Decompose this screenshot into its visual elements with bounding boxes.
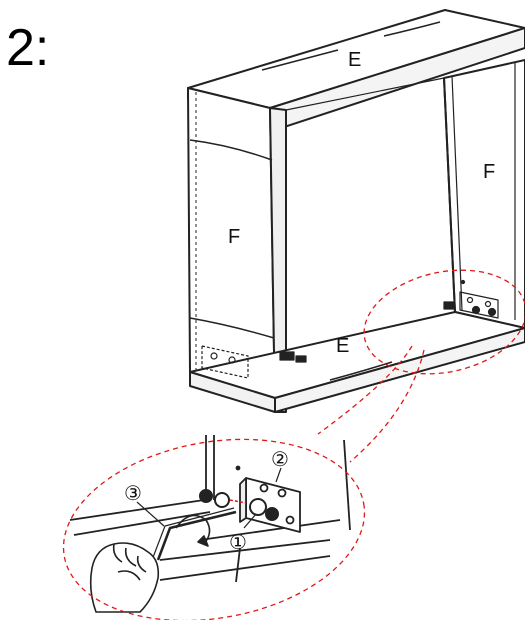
bracket-icon: [239, 477, 301, 533]
leader-lines: [136, 467, 282, 529]
panel-label-right: F: [483, 161, 495, 183]
detail-circle-large: [62, 438, 366, 620]
bottom-panel: [189, 311, 525, 413]
callout-screw: ①: [229, 530, 247, 554]
callout-allen-key: ③: [124, 481, 142, 505]
callout-bracket: ②: [271, 447, 289, 471]
right-bottom-hardware: [443, 279, 499, 319]
step-number: 2:: [6, 19, 50, 77]
allen-key-icon: [151, 507, 237, 561]
detail-circles: [62, 269, 525, 620]
right-side-panel: [443, 59, 525, 329]
detail-view: [69, 435, 351, 583]
panel-label-top: E: [348, 49, 361, 71]
rotation-arrow-icon: [175, 514, 211, 547]
detail-connector-left: [317, 345, 413, 435]
left-side-panel: [187, 87, 287, 413]
left-bottom-hardware: [201, 345, 307, 379]
hand-icon: [89, 542, 160, 613]
detail-connector-right: [349, 349, 425, 463]
detail-circle-small: [363, 269, 525, 375]
screw-icon: [199, 489, 279, 521]
panel-label-left: F: [228, 226, 240, 248]
panel-label-bottom: E: [336, 335, 349, 357]
